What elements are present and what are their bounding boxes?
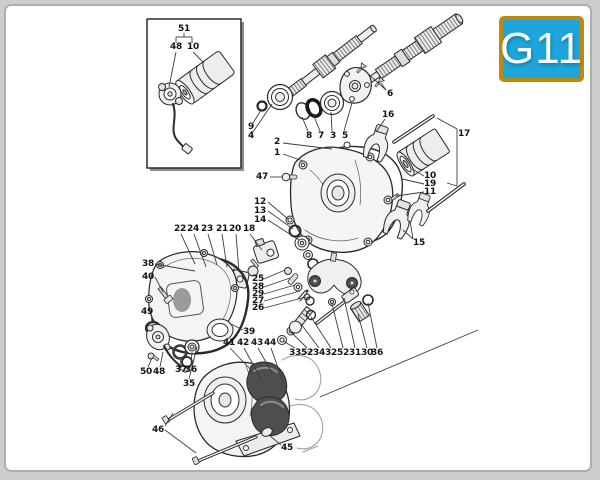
bearing-and-seals-drawing: [256, 62, 385, 120]
sensor-and-bearings-drawing: [146, 323, 200, 373]
pin-drawing: [390, 193, 400, 201]
rubber-damper-drawing: [246, 361, 290, 436]
leader-lines: [147, 33, 479, 454]
linkage-parts-drawing: [277, 287, 374, 345]
output-shaft-drawing: [364, 13, 464, 85]
plug-drawing: [261, 427, 273, 437]
seal-stack-drawing: [285, 215, 319, 270]
fork-rods-drawing: [392, 114, 466, 213]
ghost-bracket-drawing: [281, 348, 324, 453]
page-code-text: G11: [500, 24, 583, 73]
roller-yoke-drawing: [307, 252, 362, 295]
solenoid-drawing: [158, 51, 235, 155]
page-code-badge: G11: [499, 16, 584, 82]
roller-bearing-drawing: [396, 128, 450, 177]
input-shaft-drawing: [279, 24, 377, 103]
